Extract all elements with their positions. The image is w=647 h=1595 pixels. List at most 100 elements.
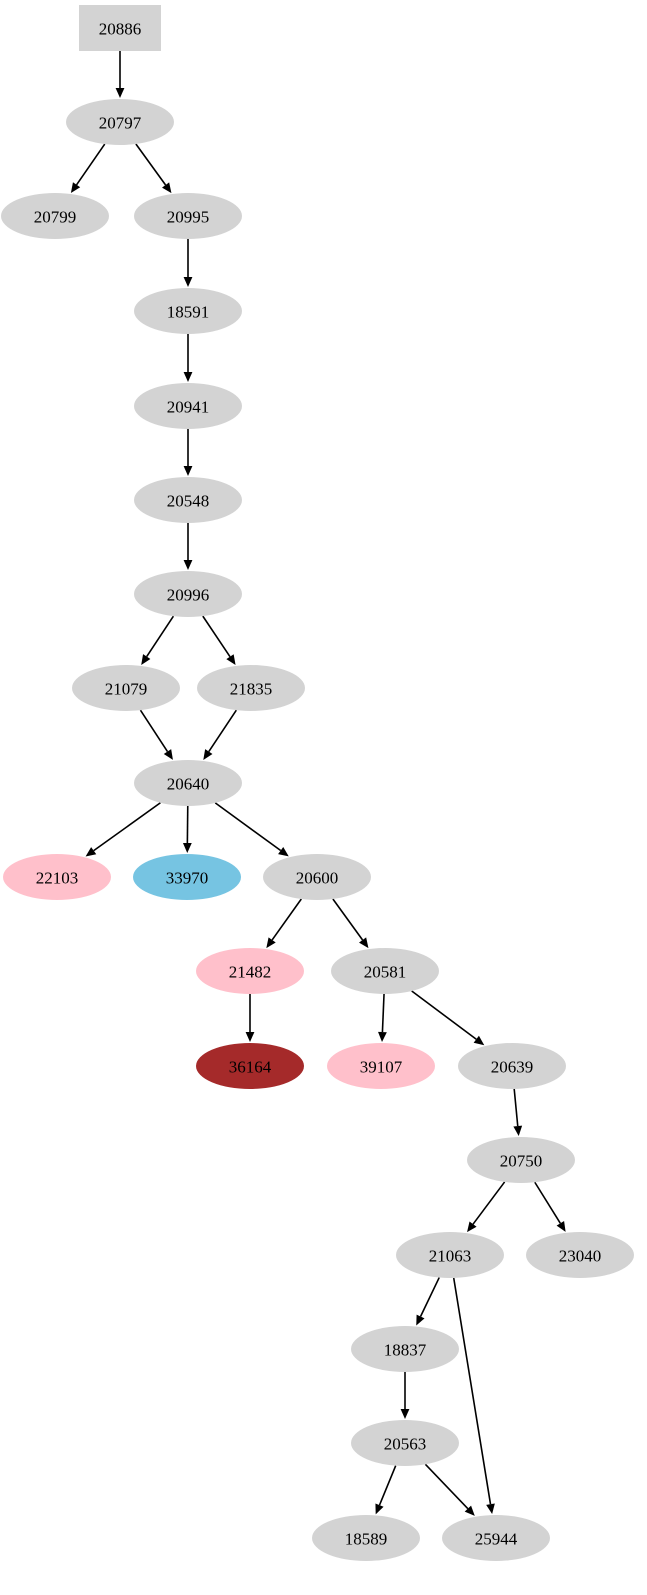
graph-edge-arrowhead xyxy=(375,1503,384,1515)
graph-edge-arrowhead xyxy=(183,466,193,476)
graph-edge-arrowhead xyxy=(162,182,172,194)
graph-node-18837[interactable]: 18837 xyxy=(351,1326,459,1372)
node-shape-21063[interactable] xyxy=(396,1232,504,1278)
graph-edge-arrowhead xyxy=(359,937,369,949)
graph-node-33970[interactable]: 33970 xyxy=(133,854,241,900)
graph-edge xyxy=(472,1181,506,1225)
graph-node-18591[interactable]: 18591 xyxy=(134,288,242,334)
node-shape-18589[interactable] xyxy=(312,1515,420,1561)
graph-node-20750[interactable]: 20750 xyxy=(467,1137,575,1183)
node-shape-21835[interactable] xyxy=(197,665,305,711)
graph-node-20548[interactable]: 20548 xyxy=(134,477,242,523)
node-shape-20996[interactable] xyxy=(134,571,242,617)
node-shape-20750[interactable] xyxy=(467,1137,575,1183)
graph-edge-arrowhead xyxy=(245,1032,255,1042)
graph-edge-arrowhead xyxy=(486,1503,495,1515)
node-shape-20995[interactable] xyxy=(134,193,242,239)
graph-node-20581[interactable]: 20581 xyxy=(331,948,439,994)
graph-node-21835[interactable]: 21835 xyxy=(197,665,305,711)
node-shape-20548[interactable] xyxy=(134,477,242,523)
node-shape-20563[interactable] xyxy=(351,1420,459,1466)
node-shape-20886[interactable] xyxy=(79,5,161,51)
graph-edge-arrowhead xyxy=(163,749,173,760)
node-shape-20600[interactable] xyxy=(263,854,371,900)
graph-edge-arrowhead xyxy=(378,1031,387,1042)
graph-edge xyxy=(208,709,237,753)
graph-node-22103[interactable]: 22103 xyxy=(3,854,111,900)
edges-layer xyxy=(70,51,566,1516)
graph-node-20996[interactable]: 20996 xyxy=(134,571,242,617)
graph-node-21482[interactable]: 21482 xyxy=(196,948,304,994)
node-shape-33970[interactable] xyxy=(133,854,241,900)
graph-edge xyxy=(332,898,364,941)
graph-edge xyxy=(513,1088,519,1127)
graph-edge-arrowhead xyxy=(473,1035,485,1046)
node-shape-21079[interactable] xyxy=(72,665,180,711)
graph-edge xyxy=(452,1277,492,1505)
nodes-layer: 20886 20797 20799 20995 18591 20941 20548 20996… xyxy=(1,5,634,1561)
graph-edge-arrowhead xyxy=(141,654,151,665)
graph-edge-arrowhead xyxy=(556,1221,566,1232)
graph-edge-arrowhead xyxy=(266,937,276,949)
node-shape-39107[interactable] xyxy=(327,1043,435,1089)
graph-edge xyxy=(146,615,175,658)
graph-edge xyxy=(378,1465,397,1506)
graph-edge-arrowhead xyxy=(70,182,81,194)
graph-edge xyxy=(271,898,302,941)
node-shape-21482[interactable] xyxy=(196,948,304,994)
graph-edge xyxy=(424,1463,469,1510)
graph-edge xyxy=(411,990,477,1040)
graph-node-20886[interactable]: 20886 xyxy=(79,5,161,51)
node-shape-36164[interactable] xyxy=(196,1043,304,1089)
graph-node-20563[interactable]: 20563 xyxy=(351,1420,459,1466)
graph-edge-arrowhead xyxy=(183,372,193,382)
node-shape-25944[interactable] xyxy=(442,1515,550,1561)
node-shape-20799[interactable] xyxy=(1,193,109,239)
graph-edge xyxy=(135,143,167,186)
graph-node-39107[interactable]: 39107 xyxy=(327,1043,435,1089)
graph-node-25944[interactable]: 25944 xyxy=(442,1515,550,1561)
graph-edge xyxy=(214,802,282,852)
node-shape-20640[interactable] xyxy=(134,760,242,806)
graph-edge xyxy=(381,993,385,1033)
graph-node-20941[interactable]: 20941 xyxy=(134,383,242,429)
graph-edge xyxy=(93,802,161,852)
graph-edge xyxy=(202,615,231,658)
graph-edge-arrowhead xyxy=(278,846,289,857)
graph-node-20797[interactable]: 20797 xyxy=(66,99,174,145)
graph-edge-arrowhead xyxy=(467,1221,477,1233)
graph-edge-arrowhead xyxy=(464,1505,475,1516)
graph-node-21063[interactable]: 21063 xyxy=(396,1232,504,1278)
graph-edge-arrowhead xyxy=(400,1409,410,1419)
graph-edge xyxy=(139,709,169,752)
graph-node-20640[interactable]: 20640 xyxy=(134,760,242,806)
node-shape-18591[interactable] xyxy=(134,288,242,334)
graph-edge xyxy=(534,1181,562,1224)
node-shape-20941[interactable] xyxy=(134,383,242,429)
graph-node-20600[interactable]: 20600 xyxy=(263,854,371,900)
graph-node-36164[interactable]: 36164 xyxy=(196,1043,304,1089)
node-shape-20797[interactable] xyxy=(66,99,174,145)
graph-edge-arrowhead xyxy=(416,1314,425,1326)
graph-node-21079[interactable]: 21079 xyxy=(72,665,180,711)
graph-edge-arrowhead xyxy=(182,842,192,853)
graph-edge xyxy=(419,1277,440,1317)
graph-edge-arrowhead xyxy=(183,277,193,287)
node-shape-23040[interactable] xyxy=(526,1232,634,1278)
graph-edge xyxy=(75,143,106,186)
node-shape-20581[interactable] xyxy=(331,948,439,994)
graph-edge-arrowhead xyxy=(183,560,193,570)
graph-node-18589[interactable]: 18589 xyxy=(312,1515,420,1561)
node-shape-20639[interactable] xyxy=(458,1043,566,1089)
graph-node-20639[interactable]: 20639 xyxy=(458,1043,566,1089)
graph-node-23040[interactable]: 23040 xyxy=(526,1232,634,1278)
graph-node-20799[interactable]: 20799 xyxy=(1,193,109,239)
graph-edge-arrowhead xyxy=(85,847,97,857)
graph-edge-arrowhead xyxy=(203,749,213,760)
node-shape-18837[interactable] xyxy=(351,1326,459,1372)
node-shape-22103[interactable] xyxy=(3,854,111,900)
graph-edge-arrowhead xyxy=(226,654,236,665)
graph-edge-arrowhead xyxy=(115,88,125,98)
graph-node-20995[interactable]: 20995 xyxy=(134,193,242,239)
